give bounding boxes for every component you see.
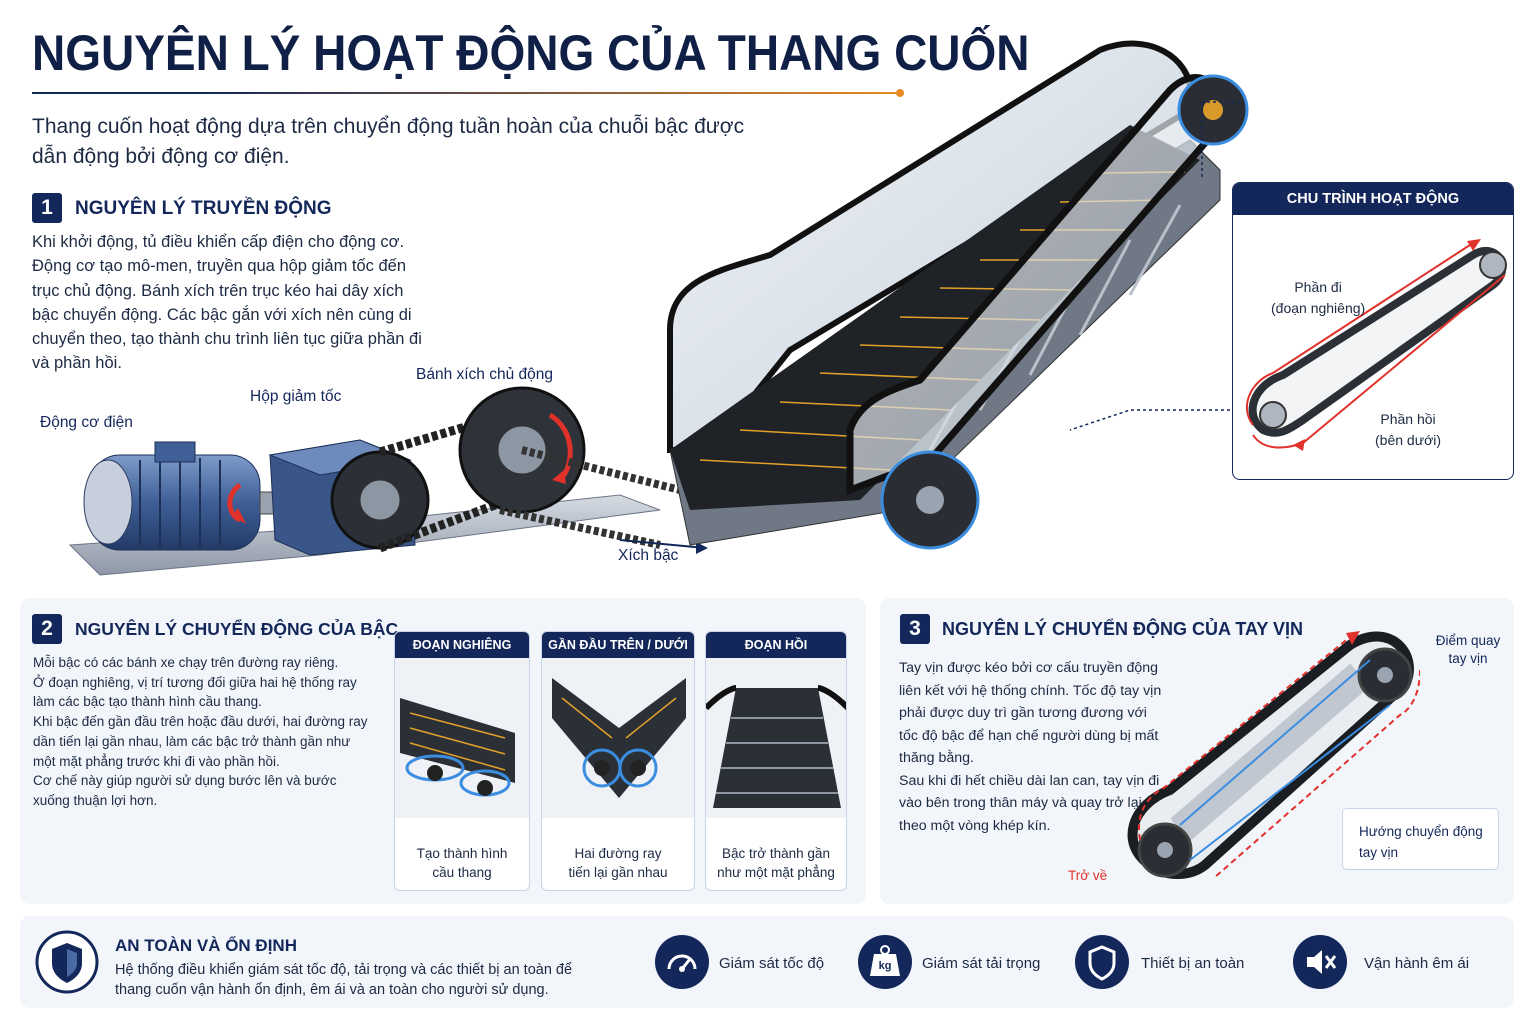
- section2-paragraph: Cơ chế này giúp người sử dụng bước lên v…: [33, 773, 337, 808]
- cycle-return-label: Phần hồi: [1380, 411, 1436, 427]
- safety-item-devices: Thiết bị an toàn: [1141, 955, 1245, 972]
- section2-paragraph: Khi bậc đến gần đầu trên hoặc đầu dưới, …: [33, 714, 368, 769]
- step-card-ends: GẦN ĐẦU TRÊN / DƯỚI Hai đường ray tiến l…: [541, 631, 695, 891]
- step-card-return-caption: Bậc trở thành gần như một mặt phẳng: [717, 846, 835, 880]
- section3-heading: NGUYÊN LÝ CHUYỂN ĐỘNG CỦA TAY VỊN: [942, 619, 1304, 639]
- step-card-ends-head: GẦN ĐẦU TRÊN / DƯỚI: [542, 632, 694, 658]
- step-card-incline: ĐOẠN NGHIÊNG Tạo thành hình cầu thang: [394, 631, 530, 891]
- step-card-ends-caption: Hai đường ray tiến lại gần nhau: [568, 846, 668, 880]
- cycle-loop-diagram: [1246, 239, 1507, 451]
- step-chain-arrow: [619, 539, 706, 549]
- speedometer-icon: [655, 935, 709, 989]
- operating-cycle-panel: CHU TRÌNH HOẠT ĐỘNG Phần đi (đoạn nghiên…: [1232, 182, 1514, 480]
- gearbox-label: Hộp giảm tốc: [250, 388, 342, 405]
- step-card-incline-caption: Tạo thành hình cầu thang: [416, 846, 508, 880]
- section2-number: 2: [32, 614, 62, 644]
- title-underline-dot: [896, 89, 904, 97]
- direction-label-box: Hướng chuyển động tay vịn: [1342, 808, 1499, 870]
- section1-body: Khi khởi động, tủ điều khiển cấp điện ch…: [32, 233, 422, 373]
- section1-heading: NGUYÊN LÝ TRUYỀN ĐỘNG: [75, 198, 332, 219]
- title-underline: [32, 92, 902, 94]
- cycle-forward-sub: (đoạn nghiêng): [1271, 300, 1366, 316]
- cycle-return-sub: (bên dưới): [1375, 432, 1442, 448]
- section3-number: 3: [900, 614, 930, 644]
- turn-point-label: Điểm quay tay vịn: [1435, 633, 1501, 666]
- section3-body: Tay vịn được kéo bởi cơ cấu truyền động …: [899, 657, 1169, 837]
- escalator-illustration: [667, 40, 1249, 550]
- callout-connectors: [1069, 101, 1240, 431]
- section1-number: 1: [32, 193, 62, 223]
- weight-kg-glyph: kg: [878, 960, 892, 972]
- safety-shield-icon: [35, 930, 99, 994]
- step-card-return: ĐOẠN HỒI Bậc trở thành gần như một mặt p…: [705, 631, 847, 891]
- speaker-mute-icon: [1293, 935, 1347, 989]
- step-chain: [499, 446, 681, 549]
- drive-mechanism-illustration: [68, 386, 708, 576]
- section2-paragraph: Ở đoạn nghiêng, vị trí tương đối giữa ha…: [33, 674, 357, 710]
- section2-body: Mỗi bậc có các bánh xe chạy trên đường r…: [33, 653, 369, 811]
- motor-fan-cover: [83, 459, 133, 545]
- weight-kg-icon: kg: [858, 935, 912, 989]
- chain-label: Xích bậc: [618, 547, 679, 564]
- section2-paragraph: Mỗi bậc có các bánh xe chạy trên đường r…: [33, 655, 339, 670]
- handrail-loop-illustration: [1127, 631, 1420, 879]
- section2-heading: NGUYÊN LÝ CHUYỂN ĐỘNG CỦA BẬC: [75, 619, 399, 639]
- page-title: NGUYÊN LÝ HOẠT ĐỘNG CỦA THANG CUỐN: [32, 25, 1030, 81]
- safety-heading: AN TOÀN VÀ ỔN ĐỊNH: [115, 936, 297, 955]
- flat-steps-illustration: [706, 658, 846, 818]
- safety-item-quiet: Vận hành êm ái: [1364, 955, 1470, 972]
- cycle-forward-label: Phần đi: [1294, 279, 1342, 295]
- motor-label: Động cơ điện: [40, 414, 133, 431]
- section3-paragraph: Sau khi đi hết chiều dài lan can, tay vị…: [899, 772, 1160, 834]
- incline-steps-illustration: [395, 658, 529, 818]
- return-label: Trở về: [1068, 868, 1108, 883]
- section3-paragraph: Tay vịn được kéo bởi cơ cấu truyền động …: [899, 660, 1162, 766]
- intro-text: Thang cuốn hoạt động dựa trên chuyển độn…: [32, 115, 745, 168]
- safety-body: Hệ thống điều khiển giám sát tốc độ, tải…: [115, 962, 573, 998]
- sprocket-label: Bánh xích chủ động: [416, 366, 554, 383]
- step-card-incline-head: ĐOẠN NGHIÊNG: [395, 632, 529, 658]
- step-card-return-head: ĐOẠN HỒI: [706, 632, 846, 658]
- safety-item-speed: Giám sát tốc độ: [719, 955, 825, 972]
- safety-item-load: Giám sát tải trọng: [922, 955, 1041, 972]
- shield-icon: [1075, 935, 1129, 989]
- ends-rails-illustration: [542, 658, 694, 818]
- operating-cycle-heading: CHU TRÌNH HOẠT ĐỘNG: [1233, 183, 1513, 215]
- safety-panel: [20, 916, 1514, 1008]
